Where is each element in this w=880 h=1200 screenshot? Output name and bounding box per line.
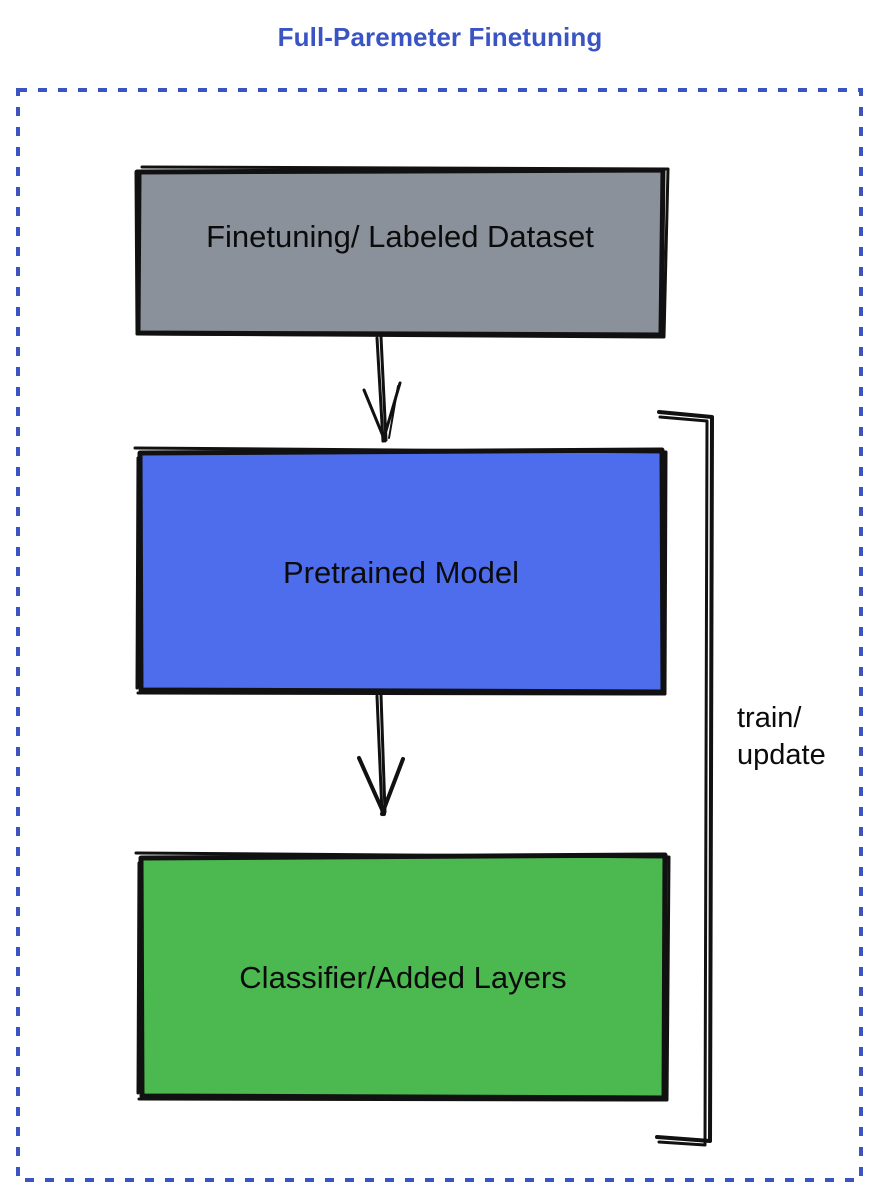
edge-feedback-loop-label-line-2: update	[737, 738, 826, 771]
node-dataset-fill	[134, 167, 666, 338]
edge-feedback-loop-path-a	[655, 410, 714, 1143]
dashed-container-border	[16, 88, 863, 1182]
node-pretrained-model-sketch-outline	[133, 446, 668, 696]
node-pretrained-model-label: Pretrained Model	[282, 555, 520, 590]
node-pretrained-model[interactable]	[133, 446, 668, 696]
edge-model-to-classifier-shaft-b	[375, 694, 384, 815]
node-dataset-label: Finetuning/ Labeled Dataset	[206, 219, 594, 254]
edge-dataset-to-model-arrowhead-left	[362, 388, 387, 443]
edge-dataset-to-model-arrowhead-right-2	[388, 385, 399, 439]
dashed-container	[16, 88, 863, 1182]
edge-dataset-to-model	[362, 335, 402, 443]
node-classifier-sketch-outline	[134, 851, 671, 1102]
edge-feedback-loop-label-line-1: train/	[737, 702, 802, 734]
edge-feedback-loop-label: train/ update	[737, 700, 826, 773]
edge-model-to-classifier-shaft-a	[379, 693, 387, 814]
node-dataset-sketch-outline	[135, 165, 670, 339]
node-dataset-sketch-left	[137, 173, 142, 332]
node-pretrained-model-sketch-left	[135, 456, 140, 690]
node-classifier-label: Classifier/Added Layers	[239, 960, 567, 995]
edge-feedback-loop-path-b	[657, 415, 709, 1147]
edge-model-to-classifier	[357, 693, 405, 816]
edge-feedback-loop	[655, 410, 714, 1147]
page-title: Full-Paremeter Finetuning	[277, 22, 603, 52]
node-dataset[interactable]	[134, 165, 670, 339]
edge-model-to-classifier-arrowhead-right	[380, 757, 405, 816]
node-classifier-sketch-left	[136, 861, 141, 1095]
edge-dataset-to-model-shaft-b	[375, 336, 385, 443]
edge-model-to-classifier-arrowhead-left	[357, 756, 386, 816]
node-classifier[interactable]	[134, 851, 671, 1102]
edge-dataset-to-model-shaft-a	[379, 335, 388, 442]
